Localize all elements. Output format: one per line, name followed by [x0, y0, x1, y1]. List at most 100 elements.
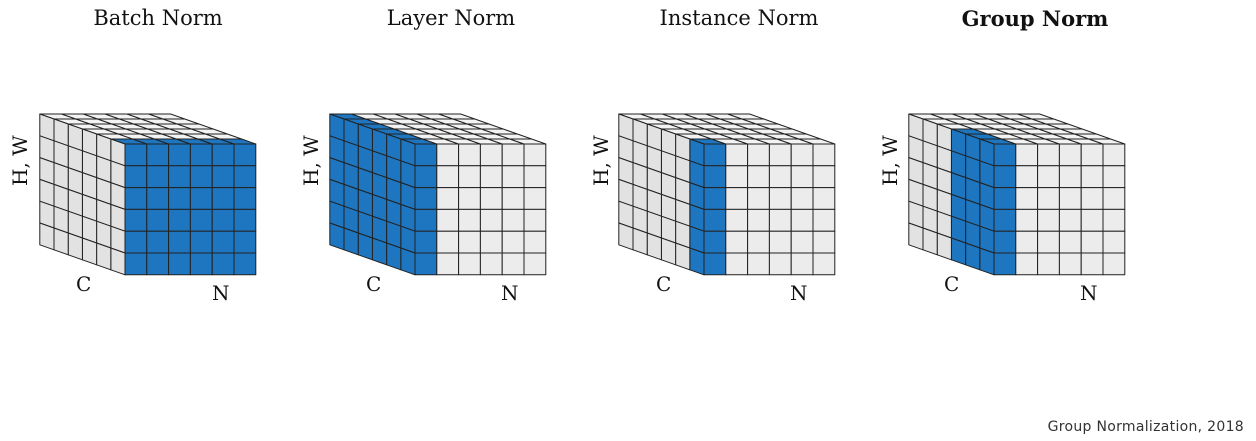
cube-cell-front — [211, 208, 235, 232]
cube-cell-side — [329, 222, 345, 251]
cube-cell-side — [400, 247, 416, 276]
cube-cell-front — [725, 165, 749, 189]
cube-cell-front — [747, 143, 770, 167]
cube-cell-front — [124, 252, 148, 276]
cube-cell-front — [1102, 230, 1126, 254]
axis-label-c-batch: C — [76, 272, 92, 296]
cube-cell-front — [414, 187, 438, 210]
cube-cell-side — [689, 247, 705, 276]
cube-cell-front — [414, 143, 438, 167]
cube-group — [908, 113, 1126, 276]
cube-cell-front — [501, 208, 525, 232]
cube-cell-front — [1037, 208, 1060, 232]
cube-cell-side — [936, 232, 952, 261]
cube-cell-front — [479, 252, 503, 276]
cube-cell-front — [993, 187, 1017, 210]
cube-cell-front — [812, 143, 836, 167]
cube-cell-front — [189, 187, 213, 210]
cube-cell-side — [81, 237, 98, 266]
cube-cell-front — [768, 208, 792, 232]
cube-cell-front — [146, 143, 170, 167]
axis-label-c-instance: C — [656, 272, 672, 296]
cube-cell-front — [1102, 165, 1126, 189]
cube-cell-front — [189, 208, 213, 232]
cube-cell-front — [812, 208, 836, 232]
cube-cell-front — [211, 187, 235, 210]
cube-cell-front — [1080, 187, 1104, 210]
axis-label-hw-instance: H, W — [589, 135, 613, 186]
cube-cell-front — [414, 230, 438, 254]
cube-cell-front — [436, 187, 460, 210]
cube-cell-front — [1058, 165, 1082, 189]
cube-cell-front — [812, 165, 836, 189]
cube-cell-top — [148, 113, 186, 120]
cube-cell-front — [1015, 252, 1039, 276]
cube-cell-front — [747, 187, 770, 210]
axis-label-n-group: N — [1080, 281, 1098, 305]
cube-cell-front — [458, 230, 481, 254]
cube-cell-front — [1037, 230, 1060, 254]
cube-cell-front — [124, 187, 148, 210]
cube-cell-front — [168, 230, 191, 254]
cube-cell-front — [993, 208, 1017, 232]
panel-title-batch-norm: Batch Norm — [93, 6, 223, 30]
cube-cell-front — [436, 252, 460, 276]
cube-cell-side — [908, 222, 924, 251]
cube-cell-front — [168, 208, 191, 232]
cube-cell-front — [146, 187, 170, 210]
cube-cell-front — [233, 230, 257, 254]
cube-cell-front — [993, 230, 1017, 254]
cube-cell-front — [414, 252, 438, 276]
cube-cell-front — [1037, 165, 1060, 189]
cube-cell-front — [747, 208, 770, 232]
cube-cell-front — [1080, 252, 1104, 276]
cube-cell-front — [1037, 187, 1060, 210]
cube-cell-side — [950, 237, 967, 266]
cube-cell-side — [371, 237, 388, 266]
cube-cell-side — [96, 242, 112, 271]
cube-cell-front — [189, 230, 213, 254]
cube-cell-top — [727, 113, 765, 120]
cube-cell-front — [1015, 143, 1039, 167]
cube-cell-front — [1080, 143, 1104, 167]
cube-cell-front — [993, 252, 1017, 276]
cube-cell-front — [1102, 143, 1126, 167]
cube-cell-front — [1015, 230, 1039, 254]
cube-cell-front — [993, 143, 1017, 167]
cube-cell-front — [703, 187, 727, 210]
cube-cell-front — [124, 230, 148, 254]
cube-cell-front — [747, 165, 770, 189]
cube-cell-front — [458, 143, 481, 167]
axis-label-hw-group: H, W — [878, 135, 902, 186]
cube-cell-front — [725, 252, 749, 276]
cube-cell-front — [523, 230, 547, 254]
cube-cell-front — [768, 230, 792, 254]
cube-cell-front — [703, 252, 727, 276]
cube-cell-front — [1058, 252, 1082, 276]
cube-cell-side — [675, 242, 691, 271]
cube-cell-front — [124, 143, 148, 167]
cube-cell-front — [790, 143, 814, 167]
cube-cell-front — [768, 187, 792, 210]
cube-cell-front — [436, 230, 460, 254]
cube-cell-front — [414, 165, 438, 189]
cube-cell-front — [703, 208, 727, 232]
cube-cell-front — [146, 208, 170, 232]
cube-cell-front — [1102, 187, 1126, 210]
cube-cell-front — [703, 165, 727, 189]
cube-cell-front — [790, 208, 814, 232]
cube-cell-front — [501, 252, 525, 276]
cube-cell-front — [211, 165, 235, 189]
cube-cell-front — [1058, 187, 1082, 210]
cube-cell-front — [1058, 230, 1082, 254]
cube-cell-front — [124, 208, 148, 232]
cube-cell-front — [703, 143, 727, 167]
cube-cell-front — [768, 252, 792, 276]
cube-cell-front — [211, 230, 235, 254]
cube-cell-front — [501, 165, 525, 189]
cube-cell-front — [458, 187, 481, 210]
cube-cell-front — [458, 252, 481, 276]
cube-cell-front — [168, 187, 191, 210]
cube-cell-front — [458, 208, 481, 232]
axis-label-n-instance: N — [790, 281, 808, 305]
